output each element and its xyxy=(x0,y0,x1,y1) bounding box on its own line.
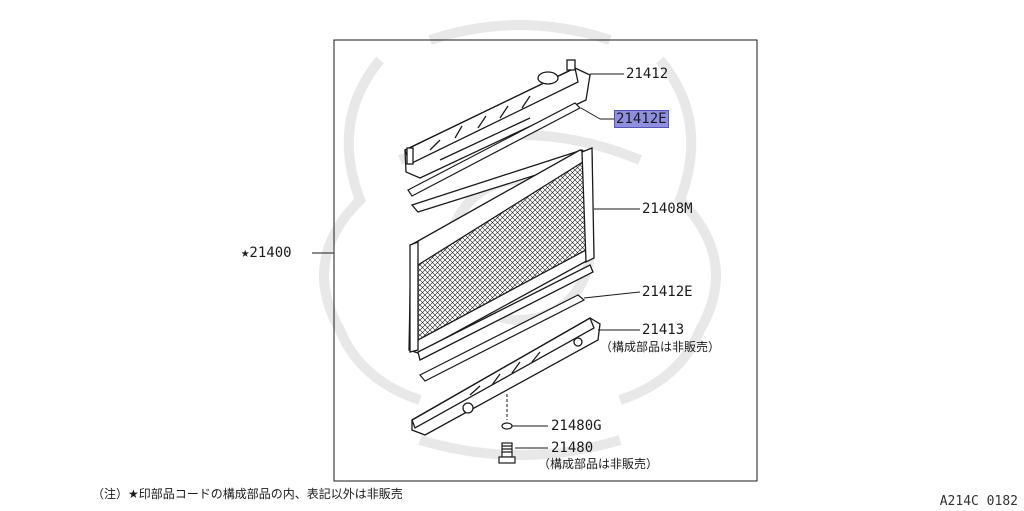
upper-gasket[interactable] xyxy=(407,102,582,197)
lower-tank[interactable] xyxy=(411,317,601,436)
label-21400-assembly[interactable]: ★21400 xyxy=(241,245,292,261)
upper-tank[interactable] xyxy=(404,59,591,179)
note-21413: （構成部品は非販売） xyxy=(600,340,721,354)
label-21480g[interactable]: 21480G xyxy=(551,418,602,434)
diagram-footnote: （注）★印部品コードの構成部品の内、表記以外は非販売 xyxy=(92,487,403,501)
drain-washer[interactable] xyxy=(501,422,513,430)
drawing-code: A214C 0182 xyxy=(939,494,1018,509)
leader-lines xyxy=(312,73,641,449)
label-21413[interactable]: 21413 xyxy=(642,322,685,338)
diagram-frame xyxy=(333,39,758,482)
label-21480[interactable]: 21480 xyxy=(551,440,594,456)
label-21408m[interactable]: 21408M xyxy=(642,201,693,217)
lower-gasket[interactable] xyxy=(419,294,586,382)
note-21480: （構成部品は非販売） xyxy=(538,457,659,471)
drain-plug[interactable] xyxy=(498,442,516,464)
label-21412[interactable]: 21412 xyxy=(626,66,669,82)
label-21412e-highlighted[interactable]: 21412E xyxy=(614,110,669,128)
radiator-core[interactable] xyxy=(408,147,595,361)
label-21412e-lower[interactable]: 21412E xyxy=(642,284,693,300)
